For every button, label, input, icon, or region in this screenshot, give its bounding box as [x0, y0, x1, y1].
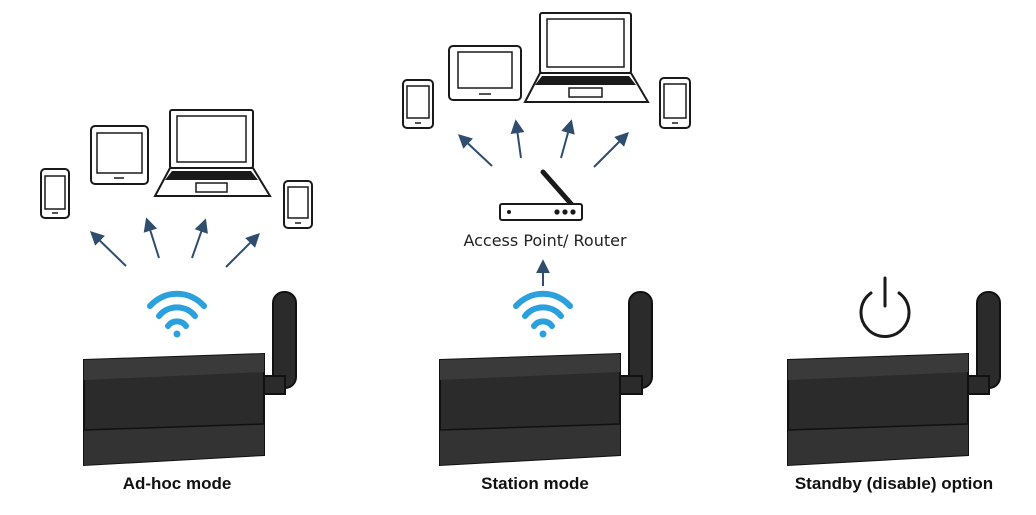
signal-arrows: [457, 119, 629, 168]
caption-station-mode: Station mode: [481, 474, 589, 493]
signal-arrows: [89, 217, 260, 268]
antenna-icon: [976, 291, 1001, 389]
wifi-module-device: [787, 291, 1001, 467]
phone-icon: [283, 180, 313, 229]
wifi-module-device: [439, 291, 653, 467]
caption-standby-option: Standby (disable) option: [794, 474, 994, 493]
tablet-icon: [448, 45, 522, 101]
tablet-icon: [90, 125, 149, 185]
power-icon: [859, 276, 911, 338]
standby-panel: [787, 276, 1001, 467]
router-icon: [499, 169, 583, 221]
wifi-icon: [147, 290, 207, 338]
access-point-label: Access Point/ Router: [463, 231, 627, 250]
adhoc-panel: [40, 109, 313, 467]
wifi-icon: [513, 290, 573, 338]
phone-icon: [402, 79, 434, 129]
caption-adhoc-mode: Ad-hoc mode: [122, 474, 232, 493]
phone-icon: [40, 168, 70, 219]
station-panel: [402, 12, 691, 467]
wifi-module-device: [83, 291, 297, 467]
laptop-icon: [153, 109, 272, 197]
laptop-icon: [523, 12, 650, 103]
antenna-icon: [272, 291, 297, 389]
phone-icon: [659, 77, 691, 129]
antenna-icon: [628, 291, 653, 389]
